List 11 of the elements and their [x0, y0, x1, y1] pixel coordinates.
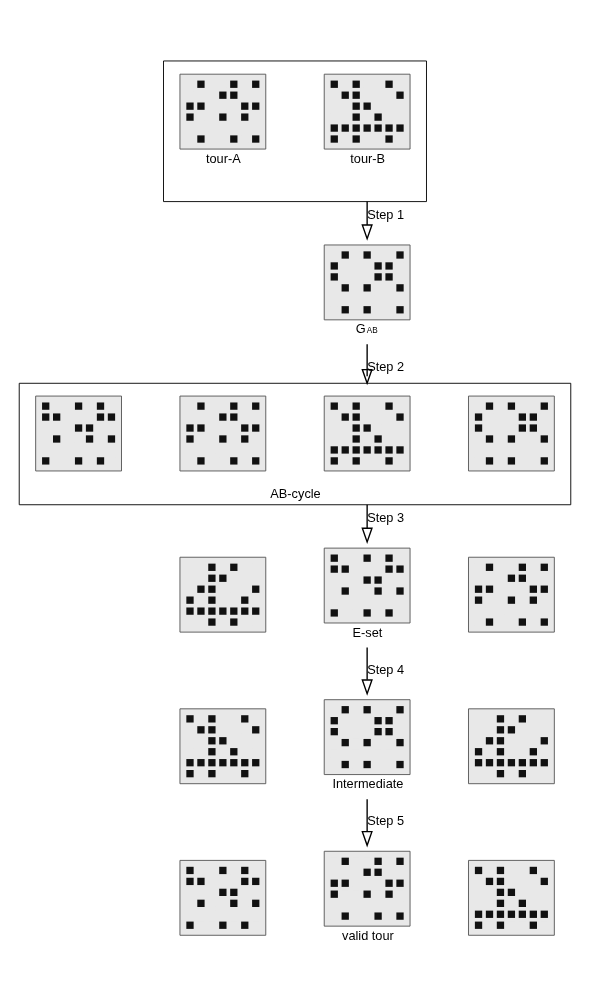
edge-label: Step 4 [367, 661, 405, 677]
node-label: tour-A [205, 150, 241, 166]
edge-label: Step 5 [367, 813, 405, 829]
edge-label: Step 1 [367, 207, 405, 223]
node-label: valid tour [342, 928, 394, 944]
node-label: E-set [352, 624, 383, 640]
edge-label: Step 3 [367, 510, 405, 526]
node-label: GAB [355, 320, 378, 336]
node-label: Intermediate [332, 776, 404, 792]
edge-label: Step 2 [367, 358, 405, 374]
node-label: tour-B [350, 150, 386, 166]
